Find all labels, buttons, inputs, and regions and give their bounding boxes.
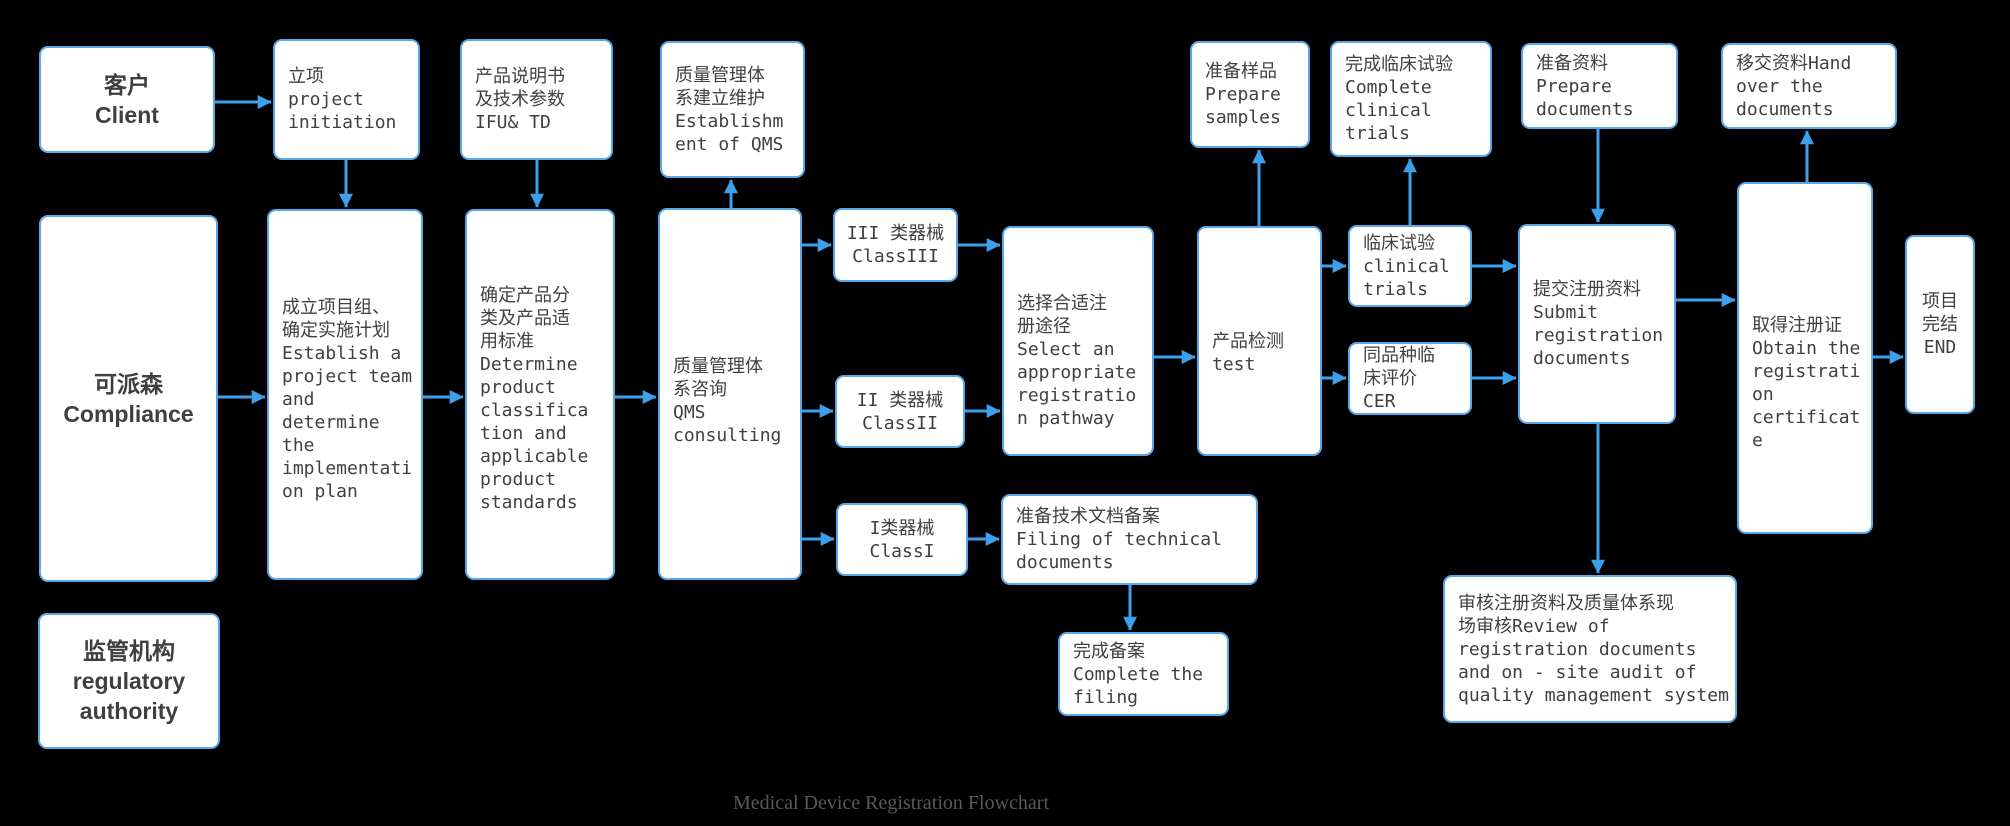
- node-compliance: 可派森 Compliance: [39, 215, 218, 582]
- node-select-registration-pathway: 选择合适注 册途径 Select an appropriate registra…: [1002, 226, 1154, 456]
- node-product-test: 产品检测 test: [1197, 226, 1322, 456]
- flowchart-caption: Medical Device Registration Flowchart: [733, 792, 1050, 814]
- node-establish-project-team: 成立项目组、 确定实施计划 Establish a project team a…: [267, 209, 423, 580]
- node-complete-filing: 完成备案 Complete the filing: [1058, 632, 1229, 716]
- node-class-ii: II 类器械 ClassII: [835, 375, 965, 448]
- node-class-i: I类器械 ClassI: [836, 503, 968, 576]
- node-qms-establishment: 质量管理体 系建立维护 Establishm ent of QMS: [660, 41, 805, 178]
- node-client: 客户 Client: [39, 46, 215, 153]
- node-prepare-documents: 准备资料 Prepare documents: [1521, 43, 1678, 129]
- node-clinical-trials: 临床试验 clinical trials: [1348, 225, 1472, 307]
- node-complete-clinical-trials: 完成临床试验 Complete clinical trials: [1330, 41, 1492, 157]
- node-regulatory-authority: 监管机构 regulatory authority: [38, 613, 220, 749]
- node-submit-registration-documents: 提交注册资料 Submit registration documents: [1518, 224, 1676, 424]
- node-ifu-td: 产品说明书 及技术参数 IFU& TD: [460, 39, 613, 160]
- node-qms-consulting: 质量管理体 系咨询 QMS consulting: [658, 208, 802, 580]
- node-handover-documents: 移交资料Hand over the documents: [1721, 43, 1897, 129]
- node-project-end: 项目 完结 END: [1905, 235, 1975, 414]
- node-cer: 同品种临 床评价 CER: [1348, 342, 1472, 415]
- node-project-initiation: 立项 project initiation: [273, 39, 420, 160]
- node-obtain-certificate: 取得注册证 Obtain the registrati on certifica…: [1737, 182, 1873, 534]
- node-determine-classification: 确定产品分 类及产品适 用标准 Determine product classi…: [465, 209, 615, 580]
- node-prepare-samples: 准备样品 Prepare samples: [1190, 41, 1310, 148]
- node-filing-technical-documents: 准备技术文档备案 Filing of technical documents: [1001, 494, 1258, 585]
- node-review-and-audit: 审核注册资料及质量体系现 场审核Review of registration d…: [1443, 575, 1737, 723]
- node-class-iii: III 类器械 ClassIII: [833, 208, 958, 282]
